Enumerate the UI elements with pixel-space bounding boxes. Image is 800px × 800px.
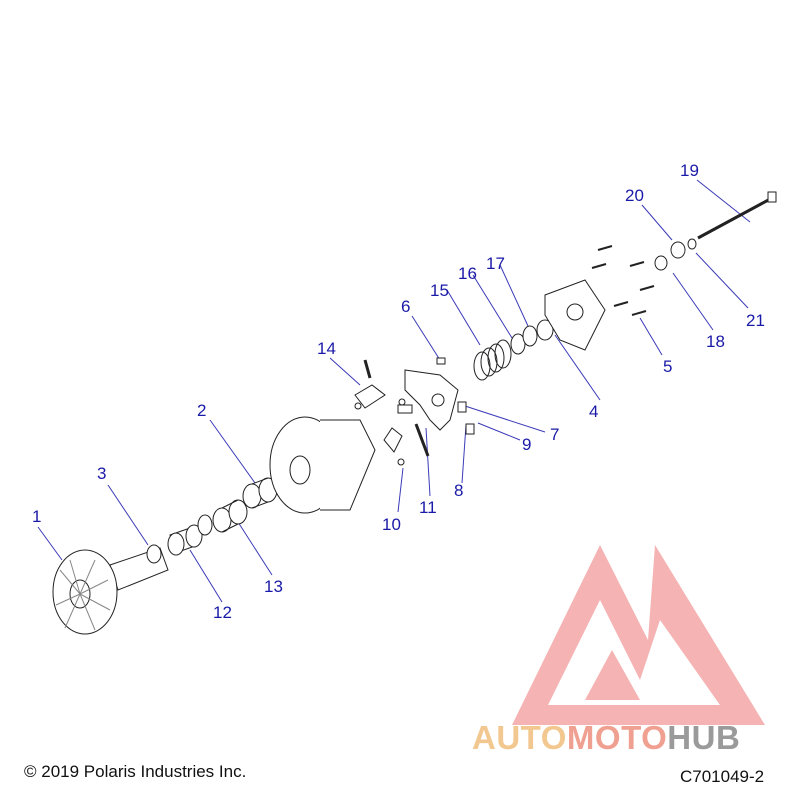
- cover-plate: [544, 279, 606, 351]
- part-11-pin: [414, 423, 430, 457]
- movable-sheave: [269, 416, 376, 514]
- callout-8: 8: [454, 481, 464, 500]
- part-7-roller: [457, 401, 467, 413]
- part-19-bolt: [697, 191, 777, 240]
- part-5-bolts: [591, 245, 655, 316]
- callout-2: 2: [197, 401, 207, 420]
- part-10-pin: [397, 398, 413, 466]
- part-9-roller: [465, 423, 475, 435]
- part-4-bushing: [536, 319, 554, 341]
- automotohub-logo: [512, 545, 765, 725]
- spider: [404, 357, 459, 431]
- copyright-text: © 2019 Polaris Industries Inc.: [24, 762, 247, 781]
- parts: [52, 191, 777, 635]
- callout-14: 14: [317, 339, 336, 358]
- diagram-code: C701049-2: [680, 767, 765, 786]
- callout-18: 18: [706, 332, 725, 351]
- callout-10: 10: [382, 515, 401, 534]
- part-15-spring: [473, 339, 512, 381]
- callout-3: 3: [97, 464, 107, 483]
- callout-15: 15: [430, 281, 449, 300]
- callout-9: 9: [522, 435, 532, 454]
- callout-12: 12: [213, 603, 232, 622]
- part-12-bushing: [167, 524, 203, 556]
- callout-19: 19: [680, 161, 699, 180]
- watermark-part-moto: MOTO: [566, 719, 668, 756]
- callout-21: 21: [746, 311, 765, 330]
- part-3-ring: [146, 544, 162, 564]
- callout-17: 17: [486, 254, 505, 273]
- callout-1: 1: [32, 507, 42, 526]
- callout-13: 13: [264, 577, 283, 596]
- callout-5: 5: [663, 357, 673, 376]
- part-21-ring: [687, 238, 697, 250]
- watermark-part-auto: AUTO: [472, 719, 567, 756]
- part-14-weight: [354, 359, 386, 410]
- part-17-ring: [522, 325, 538, 347]
- leader-lines: [37, 179, 751, 603]
- weight-arm: [383, 427, 403, 453]
- callout-7: 7: [550, 425, 560, 444]
- part-16-ring: [510, 333, 526, 355]
- callout-11: 11: [419, 498, 437, 517]
- part-13-bushing: [212, 499, 248, 533]
- watermark-part-hub: HUB: [667, 719, 741, 756]
- part-20-washer: [670, 241, 686, 259]
- callout-6: 6: [401, 297, 411, 316]
- part-13-ring: [197, 514, 213, 536]
- watermark-text: AUTOMOTOHUB: [472, 719, 740, 757]
- callout-4: 4: [589, 402, 599, 421]
- callout-16: 16: [458, 264, 477, 283]
- part-18-bushing: [654, 255, 668, 271]
- callout-20: 20: [625, 186, 644, 205]
